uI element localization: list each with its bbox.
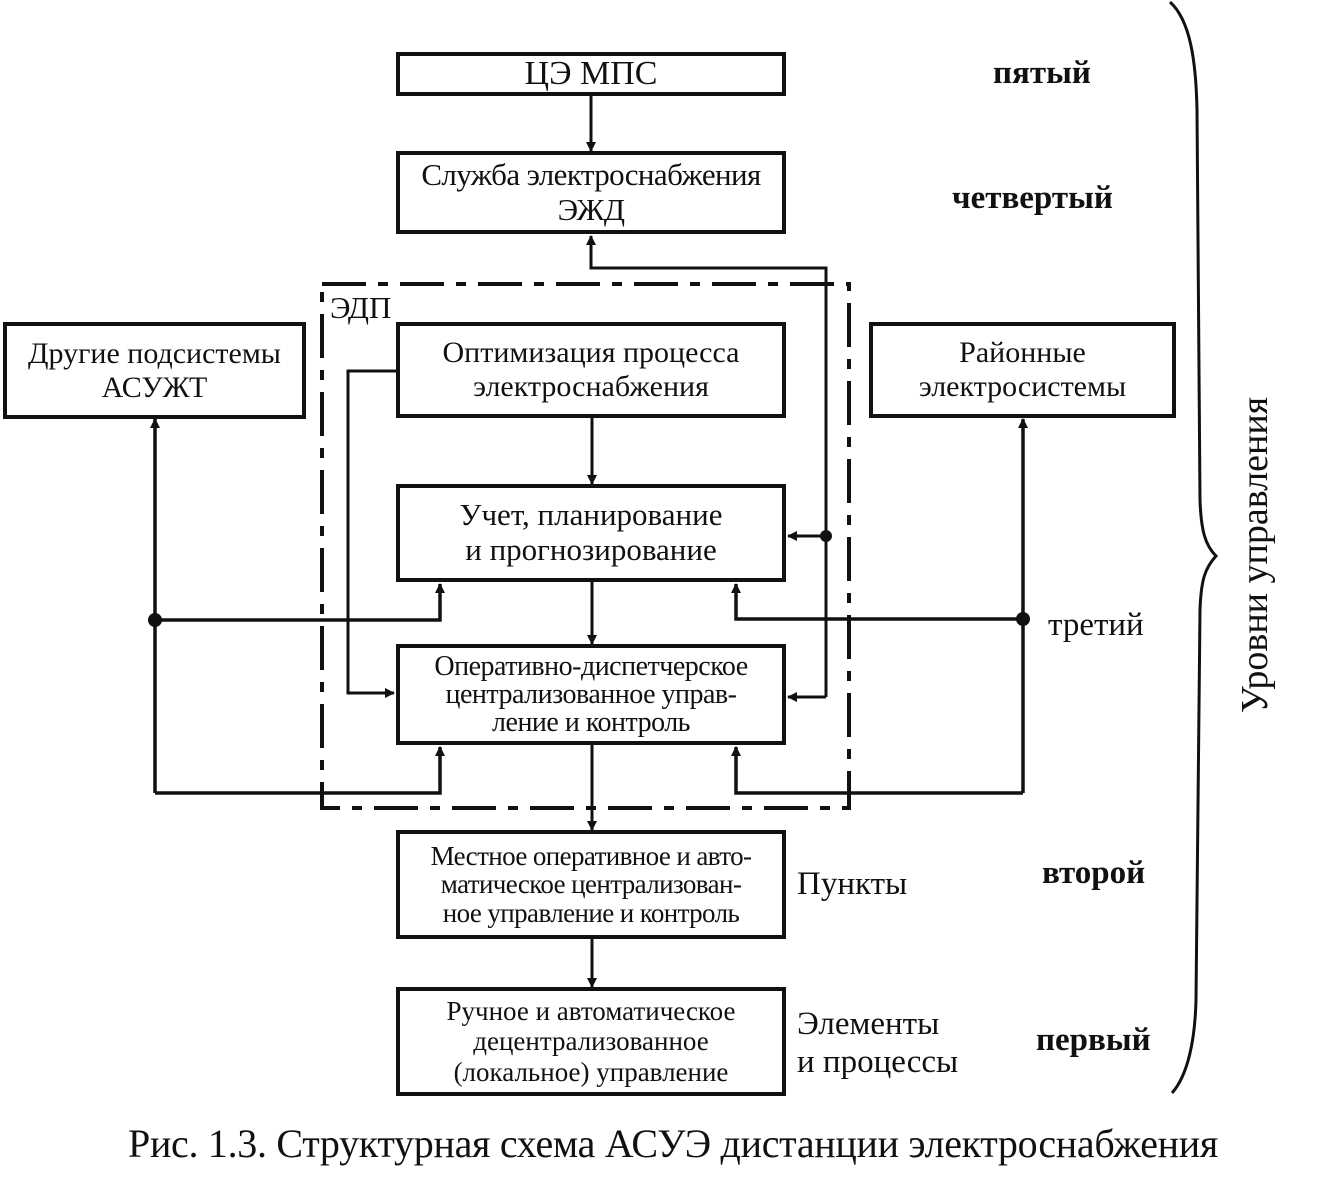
box-text: Служба электроснабжения <box>421 156 761 192</box>
box-text: электросистемы <box>918 370 1127 403</box>
processes-label: и процессы <box>797 1044 959 1080</box>
box-text: (локальное) управление <box>453 1056 729 1087</box>
box-text: централизованное управ- <box>445 678 737 710</box>
box-power-supply-service: Служба электроснабжения ЭЖД <box>396 151 786 234</box>
box-cem-mps: ЦЭ МПС <box>396 52 786 96</box>
box-text: децентрализованное <box>473 1026 709 1057</box>
level-second: второй <box>1042 855 1146 891</box>
link-right-bus-dispatch <box>731 746 1023 795</box>
box-text: ЦЭ МПС <box>524 54 658 92</box>
elements-label: Элементы <box>797 1006 940 1042</box>
box-other-subsystems: Другие подсистемы АСУЖТ <box>3 322 306 419</box>
link-bus-service <box>586 235 828 697</box>
junction-dot <box>1016 612 1030 626</box>
box-local-control: Местное оперативное и авто- матическое ц… <box>396 830 786 939</box>
level-fourth: четвертый <box>952 180 1113 216</box>
box-text: Учет, планирование <box>459 497 723 533</box>
edp-boundary <box>320 282 851 810</box>
edp-label: ЭДП <box>330 290 392 325</box>
box-regional-power-systems: Районные электросистемы <box>869 322 1176 418</box>
box-text: ление и контроль <box>492 706 690 738</box>
box-manual-control: Ручное и автоматическое децентрализованн… <box>396 987 786 1096</box>
figure-caption: Рис. 1.3. Структурная схема АСУЭ дистанц… <box>128 1121 1218 1166</box>
level-third: третий <box>1048 607 1144 643</box>
link-left-bus-dispatch <box>155 746 445 795</box>
box-text: Районные <box>959 336 1086 370</box>
link-optim-dispatch <box>346 369 398 698</box>
level-fifth: пятый <box>993 55 1091 91</box>
level-first: первый <box>1036 1022 1151 1058</box>
box-text: матическое централизован- <box>440 869 742 900</box>
box-text: Другие подсистемы <box>28 336 281 370</box>
box-optimization: Оптимизация процесса электроснабжения <box>396 322 786 418</box>
junction-dot <box>820 530 832 542</box>
link-right-bus-accounting <box>731 583 1023 621</box>
link-left-bus-accounting <box>155 583 445 622</box>
box-text: ное управление и контроль <box>442 897 740 928</box>
box-text: Оперативно-диспетчерское <box>434 650 748 682</box>
levels-axis-label: Уровни управления <box>1234 396 1276 714</box>
box-text: АСУЖТ <box>101 370 208 404</box>
levels-brace <box>1168 0 1219 1094</box>
box-text: Ручное и автоматическое <box>446 996 736 1027</box>
box-text: ЭЖД <box>557 191 625 227</box>
junction-dot <box>148 613 162 627</box>
box-text: Местное оперативное и авто- <box>430 840 752 871</box>
box-text: электроснабжения <box>473 370 709 403</box>
box-dispatch-control: Оперативно-диспетчерское централизованно… <box>396 644 786 745</box>
box-text: и прогнозирование <box>465 532 717 567</box>
box-text: Оптимизация процесса <box>442 336 740 370</box>
points-label: Пункты <box>797 866 908 902</box>
box-accounting-planning: Учет, планирование и прогнозирование <box>396 484 786 582</box>
